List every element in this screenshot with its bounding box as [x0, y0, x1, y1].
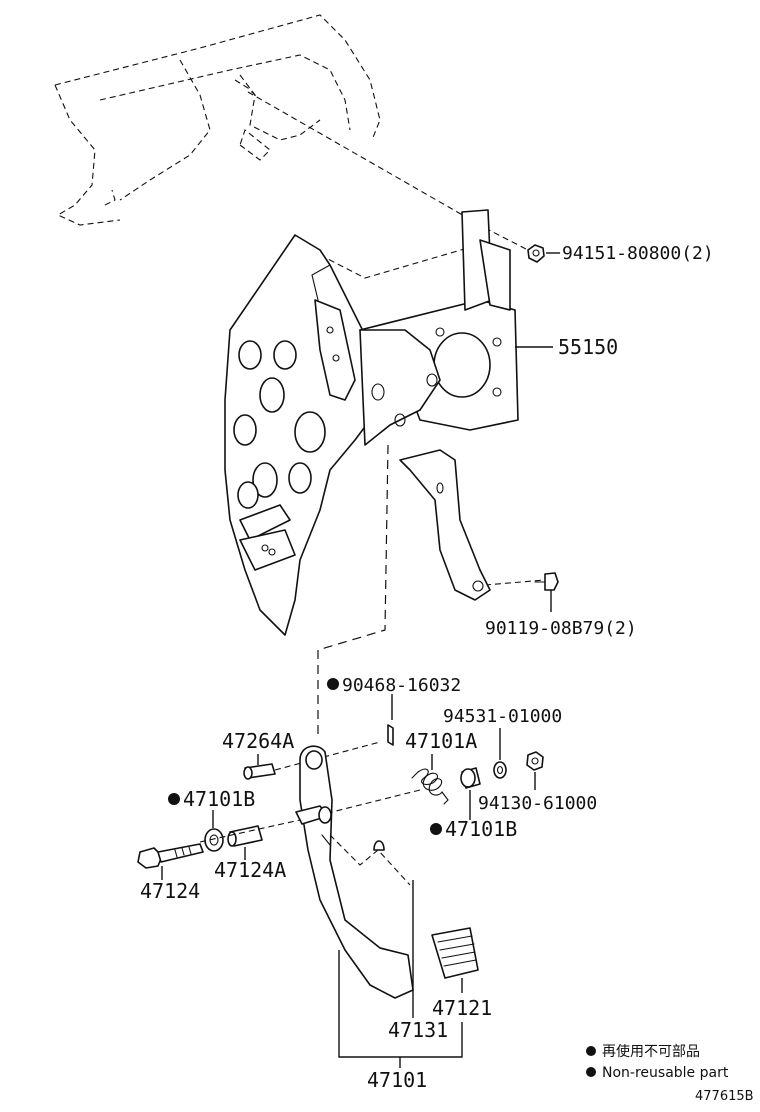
- clip-90468-icon: [387, 724, 394, 746]
- non-reusable-marker-47101B-right: [430, 823, 442, 835]
- legend-marker-english: [586, 1067, 596, 1077]
- legend-japanese: 再使用不可部品: [602, 1043, 700, 1060]
- label-90119-08B79: 90119-08B79(2): [485, 618, 637, 639]
- alignment-line-top: [247, 91, 481, 226]
- pedal-bracket: [224, 209, 519, 636]
- label-47131: 47131: [388, 1018, 448, 1042]
- legend-marker-japanese: [586, 1046, 596, 1056]
- spring-47101A-icon: [411, 768, 449, 805]
- legend-english: Non-reusable part: [602, 1065, 729, 1081]
- bushing-47101B-left-icon: [204, 828, 224, 852]
- label-47101: 47101: [367, 1068, 427, 1092]
- illustration-code: 477615B: [695, 1089, 754, 1104]
- pedal-lever: [295, 745, 414, 999]
- label-47101B-left: 47101B: [183, 787, 255, 811]
- non-reusable-marker-90468: [327, 678, 339, 690]
- label-47124: 47124: [140, 879, 200, 903]
- label-47121: 47121: [432, 996, 492, 1020]
- nut-94151-icon: [527, 244, 545, 263]
- collar-47124A-icon: [227, 825, 263, 847]
- nut-94130-icon: [526, 751, 544, 771]
- bolt-90119-icon: [534, 572, 559, 591]
- alignment-line-pad: [329, 834, 411, 886]
- alignment-line-pivot: [317, 444, 389, 740]
- alignment-line-bolt-90119: [484, 579, 546, 586]
- label-47101B-right: 47101B: [445, 817, 517, 841]
- label-94531-01000: 94531-01000: [443, 706, 562, 727]
- dash-panel-outline: [54, 14, 381, 226]
- pedal-pad-47121-icon: [431, 927, 479, 979]
- non-reusable-marker-47101B-left: [168, 793, 180, 805]
- label-94151-80800: 94151-80800(2): [562, 243, 714, 264]
- bushing-47101B-right-icon: [460, 767, 481, 789]
- alignment-line-bracket: [319, 244, 479, 279]
- label-94130-61000: 94130-61000: [478, 793, 597, 814]
- label-47101A: 47101A: [405, 729, 477, 753]
- washer-94531-icon: [493, 761, 507, 779]
- label-55150: 55150: [558, 335, 618, 359]
- legend: 再使用不可部品 Non-reusable part: [586, 1043, 729, 1081]
- bolt-47124-icon: [137, 843, 204, 869]
- label-47264A: 47264A: [222, 729, 294, 753]
- label-90468-16032: 90468-16032: [342, 675, 461, 696]
- alignment-line-stud: [484, 227, 529, 251]
- label-47124A: 47124A: [214, 858, 286, 882]
- stop-light-boss: [373, 840, 385, 851]
- bushing-47264A-icon: [243, 763, 276, 780]
- alignment-line-47264A: [274, 741, 381, 771]
